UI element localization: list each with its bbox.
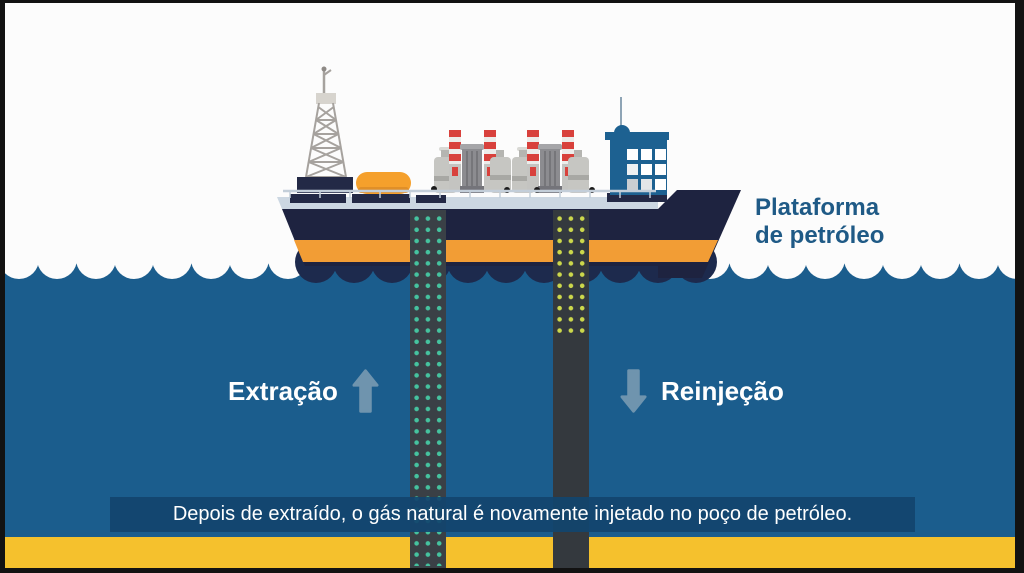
extraction-label: Extração [228,375,338,406]
seabed [0,537,1024,568]
platform-label: Plataforma de petróleo [755,194,885,249]
bridge-building [605,97,669,195]
reinjection-label-group: Reinjeção [620,368,784,414]
subtitle-text: Depois de extraído, o gás natural é nova… [172,503,853,525]
arrow-down-icon [620,369,647,413]
smokestack-icon [449,130,461,192]
smokestack-icon [527,130,539,192]
ocean [0,263,1024,537]
arrow-up-icon [352,369,379,413]
machinery-module [512,130,589,193]
deck-containers [290,193,667,203]
subtitle-band: Depois de extraído, o gás natural é nova… [110,497,915,532]
machinery-module [434,130,511,193]
reinjection-label: Reinjeção [661,375,784,406]
radar-dome [614,125,630,133]
hull-stripe [294,240,718,262]
extraction-label-group: Extração [228,368,379,414]
deck-railing [283,189,656,198]
derrick-icon [297,66,353,193]
building-windows [627,149,666,190]
